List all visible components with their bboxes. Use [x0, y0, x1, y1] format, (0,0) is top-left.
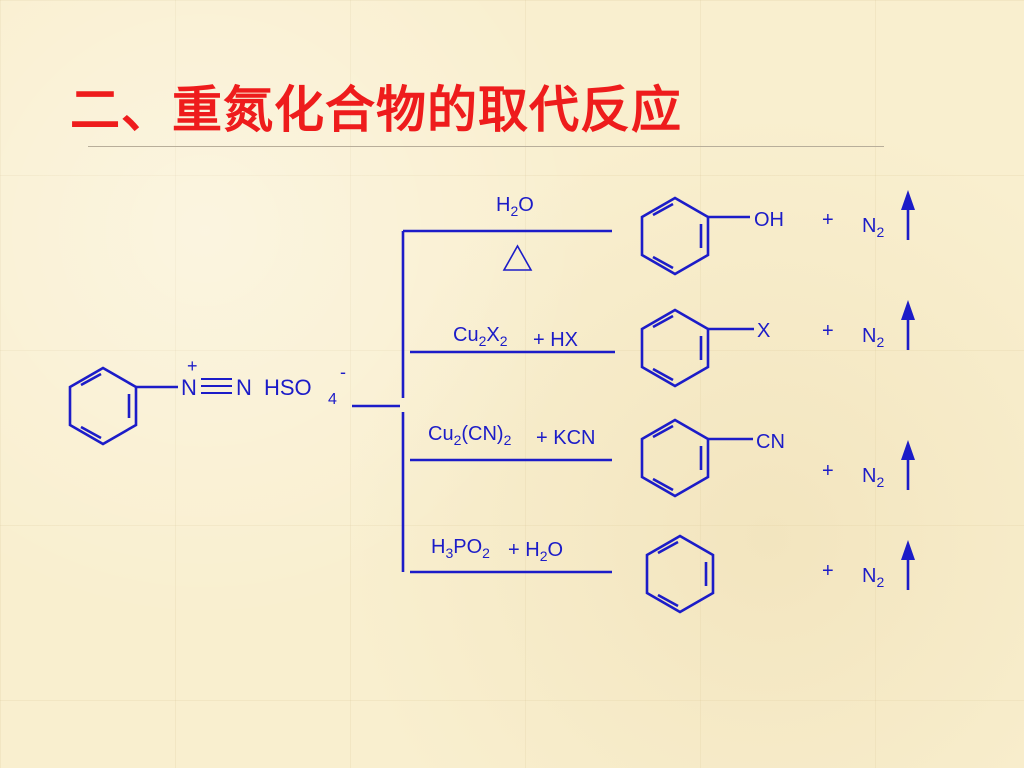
up-arrow-icon: [899, 298, 917, 352]
plus-sign: +: [822, 320, 834, 342]
nitrogen-1: N: [181, 375, 197, 400]
reaction-row-hydrolysis: H2O OH + N2: [496, 188, 917, 276]
up-arrow-icon: [899, 538, 917, 592]
plus-sign: +: [822, 560, 834, 582]
benzene-ring-icon: [645, 534, 715, 614]
product-group: X: [757, 320, 770, 342]
reaction-row-reduction: H3PO2 + H2O + N2: [431, 534, 917, 614]
reagent-label: Cu2(CN)2: [428, 423, 512, 448]
benzene-ring-icon: [640, 196, 710, 276]
reaction-row-sandmeyer-cyanide: Cu2(CN)2 + KCN CN + N2: [428, 418, 917, 498]
nitrogen-gas: N2: [862, 565, 884, 590]
product-group: CN: [756, 431, 785, 453]
minus-charge: -: [340, 362, 346, 382]
triple-bond-icon: [201, 378, 232, 394]
reactant-diazonium: + N N HSO 4 -: [68, 356, 346, 446]
anion-subscript: 4: [328, 391, 337, 408]
nitrogen-gas: N2: [862, 325, 884, 350]
benzene-ring-icon: [640, 308, 710, 388]
up-arrow-icon: [899, 188, 917, 242]
nitrogen-2: N: [236, 375, 252, 400]
benzene-ring-icon: [68, 366, 138, 446]
reagent-label: Cu2X2: [453, 324, 508, 349]
slide-title: 二、重氮化合物的取代反应: [70, 80, 682, 139]
heat-triangle-icon: [502, 244, 533, 271]
plus-sign: +: [822, 209, 834, 231]
up-arrow-icon: [899, 438, 917, 492]
product-group: OH: [754, 209, 784, 231]
nitrogen-gas: N2: [862, 215, 884, 240]
branch-bracket: [352, 229, 615, 574]
plus-charge: +: [187, 356, 198, 376]
reagent-extra: + H2O: [508, 539, 563, 564]
plus-sign: +: [822, 460, 834, 482]
reagent-extra: + KCN: [536, 427, 595, 449]
benzene-ring-icon: [640, 418, 710, 498]
nitrogen-gas: N2: [862, 465, 884, 490]
anion-formula: HSO: [264, 375, 312, 400]
title-divider: [88, 146, 884, 147]
reaction-row-sandmeyer-halide: Cu2X2 + HX X + N2: [453, 298, 917, 388]
reagent-label: H3PO2: [431, 536, 490, 561]
reagent-label: H2O: [496, 194, 534, 219]
reagent-extra: + HX: [533, 329, 578, 351]
